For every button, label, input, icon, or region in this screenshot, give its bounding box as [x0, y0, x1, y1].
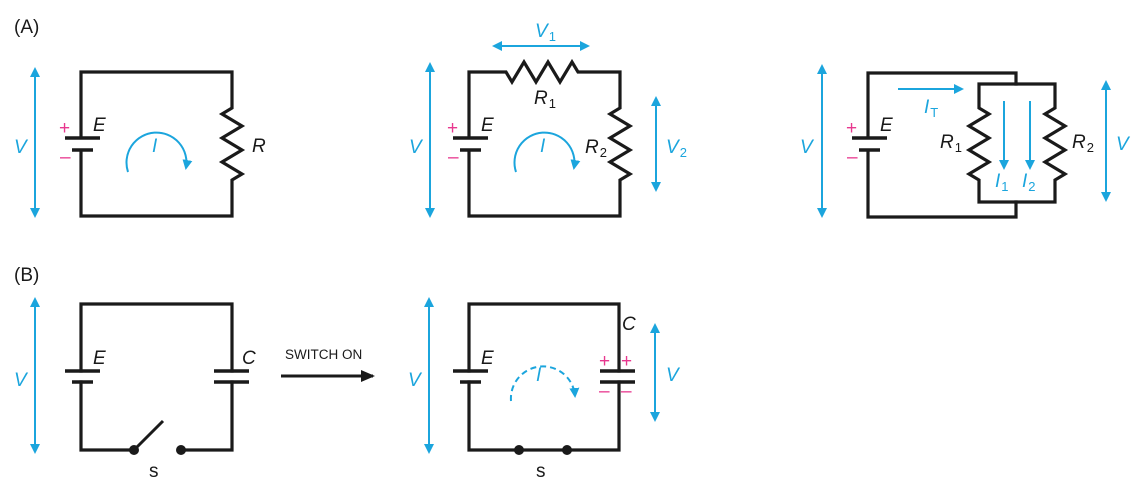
r1-label: R1 — [534, 88, 556, 111]
switch-lever-open — [132, 419, 165, 452]
current-arrow — [125, 131, 193, 173]
emf-label: E — [880, 115, 893, 136]
circuit-series: V V1 V2 + – E R1 R2 I — [409, 21, 687, 218]
r2-label: R2 — [585, 137, 607, 160]
emf-label: E — [93, 348, 106, 369]
switch-contact-right — [562, 445, 572, 455]
plus-sign: + — [846, 118, 857, 139]
parallel-branch-loop — [965, 82, 1069, 204]
minus-sign: – — [847, 147, 858, 168]
minus-sign-right: – — [621, 381, 632, 402]
circuit-wire — [467, 58, 634, 218]
switch-on-transition: SWITCH ON — [281, 347, 375, 382]
switch-contact-left — [129, 445, 139, 455]
panel-a-label: (A) — [14, 17, 39, 38]
charging-current-arrow — [509, 365, 580, 402]
plus-sign-left: + — [599, 351, 610, 372]
plus-sign: + — [59, 118, 70, 139]
circuit-wire-top — [79, 302, 234, 373]
minus-sign-left: – — [599, 381, 610, 402]
circuit-wire-right-bottom — [179, 380, 234, 452]
circuit-wire-top — [467, 302, 621, 373]
current-arrow — [513, 131, 581, 173]
voltage-label: V — [409, 137, 424, 158]
switch-label: s — [536, 461, 546, 482]
circuit-single-resistor: V + – E R I — [14, 67, 266, 218]
v2-label: V2 — [666, 137, 687, 160]
capacitor-voltage-label: V — [666, 365, 681, 386]
circuit-capacitor-closed: V E C + + – – I s V — [408, 297, 681, 482]
emf-label: E — [481, 348, 494, 369]
capacitor-label: C — [622, 314, 636, 335]
circuit-wire-top — [866, 71, 1018, 138]
plus-sign-right: + — [621, 351, 632, 372]
voltage-label: V — [14, 137, 29, 158]
minus-sign: – — [60, 147, 71, 168]
r1-label: R1 — [940, 132, 962, 155]
branch-current-1-label: I1 — [995, 171, 1009, 194]
minus-sign: – — [448, 147, 459, 168]
r2-label: R2 — [1072, 132, 1094, 155]
switch-contact-right — [176, 445, 186, 455]
switch-contact-left — [514, 445, 524, 455]
emf-label: E — [481, 115, 494, 136]
panel-b-label: (B) — [14, 265, 39, 286]
total-current-label: IT — [924, 97, 938, 120]
current-label: I — [540, 136, 546, 157]
circuit-capacitor-open: V E C s — [14, 297, 256, 482]
voltage-label: V — [800, 137, 815, 158]
circuit-parallel: V + – E IT I1 I2 R1 R2 V — [800, 64, 1131, 219]
current-label: I — [152, 136, 158, 157]
circuit-wire-bottom — [866, 150, 1018, 219]
plus-sign: + — [447, 118, 458, 139]
circuit-wire-left-bottom — [79, 380, 136, 452]
v1-label: V1 — [535, 21, 556, 44]
circuit-wire-bottom — [467, 380, 621, 452]
resistor-label: R — [252, 136, 266, 157]
current-label: I — [536, 365, 542, 386]
switch-label: s — [149, 461, 159, 482]
voltage-label: V — [408, 370, 423, 391]
switch-on-label: SWITCH ON — [285, 347, 362, 362]
capacitor-label: C — [242, 348, 256, 369]
circuit-wire — [79, 70, 246, 218]
emf-label: E — [93, 115, 106, 136]
voltage-label: V — [14, 370, 29, 391]
right-voltage-label: V — [1116, 134, 1131, 155]
branch-current-2-label: I2 — [1022, 171, 1036, 194]
